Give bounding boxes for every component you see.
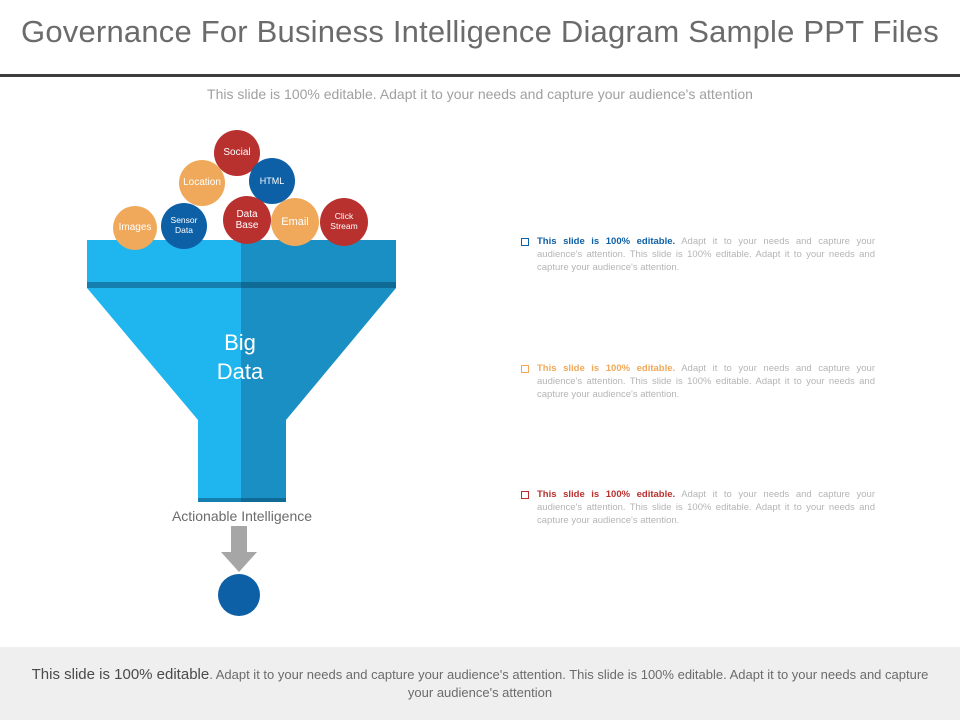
funnel-rim-shadow-right [241,282,396,288]
down-arrow-shaft [231,526,247,552]
source-database-label-2: Base [235,220,259,231]
bullet-2-lead: This slide is 100% editable. [537,363,676,374]
bullet-item-1: This slide is 100% editable. Adapt it to… [521,235,875,274]
funnel-cone-right [241,288,396,420]
source-html-circle: HTML [249,158,295,204]
bullet-3-text: Adapt it to your needs and capture your … [537,489,875,526]
source-sensor-data-circle: Sensor Data [161,203,207,249]
source-sensor-data-label-1: Sensor [170,215,198,226]
source-location-circle: Location [179,160,225,206]
slide-title: Governance For Business Intelligence Dia… [21,14,939,49]
output-label: Actionable Intelligence [171,508,313,524]
source-images-circle: Images [113,206,157,250]
down-arrow-head [221,552,257,572]
source-database-label-1: Data [236,208,258,220]
slide-subtitle: This slide is 100% editable. Adapt it to… [207,86,753,102]
source-click-stream-label-2: Stream [330,221,358,231]
funnel-cone-left [87,288,241,420]
source-images-label: Images [118,222,152,234]
bullet-3-lead: This slide is 100% editable. [537,489,676,500]
bullet-1-text: Adapt it to your needs and capture your … [537,236,875,273]
footer-body: . Adapt it to your needs and capture you… [209,667,929,700]
funnel-spout-shadow-right [241,498,286,502]
bullet-1-lead: This slide is 100% editable. [537,236,676,247]
funnel-rim-shadow-left [87,282,241,288]
source-database-circle: Data Base [223,196,271,244]
footer-text: This slide is 100% editable. Adapt it to… [30,666,930,702]
source-social-label: Social [223,147,251,159]
source-click-stream-circle: Click Stream [320,198,368,246]
funnel-rim-left [87,240,241,282]
funnel-label-line-1: Big [224,330,256,355]
source-email-label: Email [281,215,309,228]
funnel-spout-left [198,420,241,498]
funnel-label: Big Data [190,328,290,386]
funnel-label-line-2: Data [216,359,264,384]
funnel-spout-right [241,420,286,498]
title-divider [0,74,960,77]
source-email-circle: Email [271,198,319,246]
bullet-2-text: Adapt it to your needs and capture your … [537,363,875,400]
checkbox-bullet-icon [521,491,529,499]
bullet-item-3: This slide is 100% editable. Adapt it to… [521,488,875,527]
bullet-item-2: This slide is 100% editable. Adapt it to… [521,362,875,401]
checkbox-bullet-icon [521,238,529,246]
source-click-stream-label-1: Click [334,211,354,222]
funnel-rim-right [241,240,396,282]
footer-band: This slide is 100% editable. Adapt it to… [0,647,960,720]
output-circle [218,574,260,616]
footer-lead: This slide is 100% editable [31,666,210,683]
source-location-label: Location [183,177,221,189]
checkbox-bullet-icon [521,365,529,373]
source-sensor-data-label-2: Data [175,225,193,235]
source-html-label: HTML [259,175,285,186]
funnel-spout-shadow-left [198,498,241,502]
